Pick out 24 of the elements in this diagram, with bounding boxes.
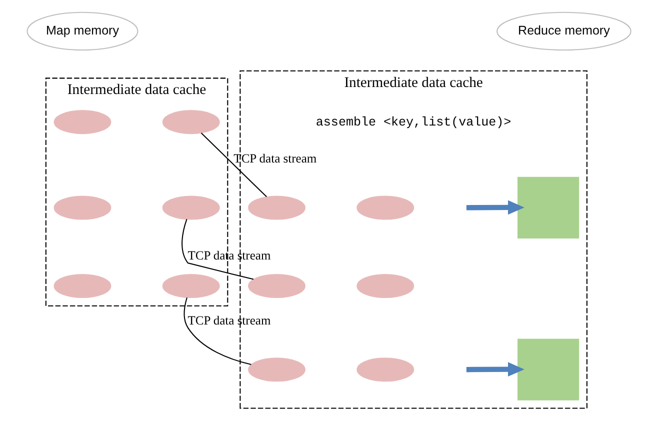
node-circle [162, 274, 220, 298]
node-circle [356, 358, 414, 382]
node-circle [356, 274, 414, 298]
node-ellipse: Reduce memory [496, 12, 631, 51]
node-circle [248, 196, 305, 220]
node-circle [53, 110, 111, 134]
node-circle [248, 274, 305, 298]
connector [183, 298, 251, 365]
edge-label: TCP data stream [187, 313, 270, 328]
node-circle [53, 274, 111, 298]
connector [200, 132, 266, 198]
node-circle [248, 358, 305, 382]
node-circle [162, 110, 220, 134]
node-circle [53, 196, 111, 220]
arrow [466, 200, 524, 215]
edge-label: TCP data stream [233, 151, 316, 166]
node-box [516, 338, 579, 400]
node-ellipse: Map memory [26, 12, 138, 51]
node-box [516, 176, 579, 239]
connector [181, 219, 254, 280]
arrow [466, 362, 524, 376]
node-circle [356, 196, 414, 220]
label: assemble <key,list(value)> [315, 115, 511, 130]
node-circle [162, 196, 220, 220]
